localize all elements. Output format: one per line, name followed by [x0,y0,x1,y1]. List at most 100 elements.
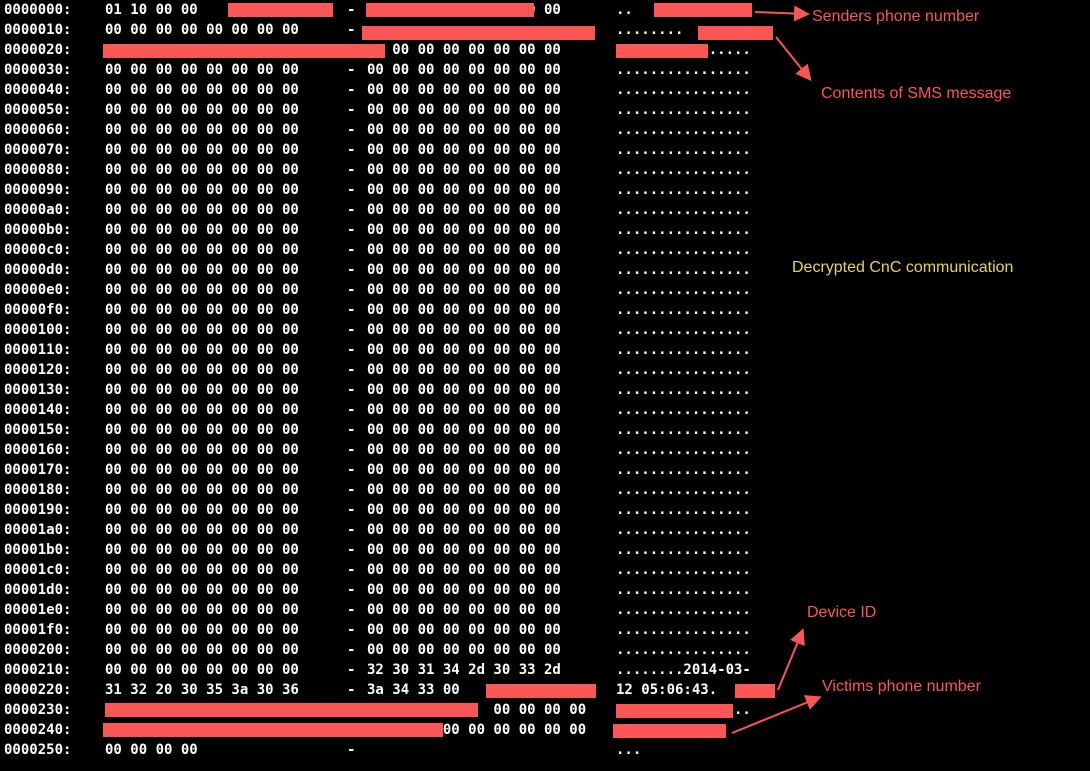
row-ascii: ................ [616,122,751,138]
hexdump-row: 0000250:00 00 00 00-... [4,740,794,760]
hexdump-row: 0000030:00 00 00 00 00 00 00 00-00 00 00… [4,60,794,80]
row-offset: 00001c0: [4,562,72,578]
row-hex-right: 00 00 00 00 00 00 00 00 [367,442,561,458]
row-offset: 0000110: [4,342,72,358]
row-ascii: ................ [616,602,751,618]
row-hex-right: 00 00 00 00 00 00 00 00 [367,622,561,638]
row-separator: - [347,602,356,618]
row-offset: 0000180: [4,482,72,498]
hexdump-row: 0000140:00 00 00 00 00 00 00 00-00 00 00… [4,400,794,420]
row-ascii: ................ [616,282,751,298]
row-ascii: ................ [616,522,751,538]
row-ascii: ...... [700,42,751,58]
row-ascii: ................ [616,182,751,198]
redaction-sender-hex [228,3,333,17]
row-offset: 00000b0: [4,222,72,238]
hexdump-row: 00001b0:00 00 00 00 00 00 00 00-00 00 00… [4,540,794,560]
row-ascii: ................ [616,482,751,498]
row-offset: 0000190: [4,502,72,518]
row-ascii: ................ [616,562,751,578]
row-ascii: ................ [616,462,751,478]
row-offset: 00001e0: [4,602,72,618]
row-ascii: ................ [616,442,751,458]
annotation-cnc: Decrypted CnC communication [792,259,1014,276]
row-hex-right: 00 00 00 00 00 00 00 00 [367,522,561,538]
row-hex-left: 00 00 00 00 00 00 00 00 [105,662,299,678]
row-hex-right: 00 00 00 00 00 00 00 00 [367,222,561,238]
row-separator: - [347,122,356,138]
redaction-victim-hex-2 [103,723,443,737]
row-separator: - [347,662,356,678]
row-hex-left: 00 00 00 00 00 00 00 00 [105,642,299,658]
row-separator: - [347,262,356,278]
hexdump-row: 0000020: 00 00 00 00 00 00 00 ...... [4,40,794,60]
row-ascii: ........2014-03- [616,662,751,678]
row-separator: - [347,402,356,418]
row-separator: - [347,202,356,218]
row-offset: 0000030: [4,62,72,78]
row-separator: - [347,302,356,318]
row-offset: 0000210: [4,662,72,678]
row-hex-left: 00 00 00 00 00 00 00 00 [105,562,299,578]
row-separator: - [347,282,356,298]
redaction-device-ascii [735,684,775,698]
row-hex-left: 00 00 00 00 00 00 00 00 [105,162,299,178]
row-ascii: ................ [616,502,751,518]
row-separator: - [347,502,356,518]
row-ascii: ................ [616,342,751,358]
row-hex-right: 00 00 00 00 00 00 00 00 [367,462,561,478]
row-hex-left: 00 00 00 00 00 00 00 00 [105,102,299,118]
row-hex-right: 32 30 31 34 2d 30 33 2d [367,662,561,678]
row-separator: - [347,162,356,178]
hexdump-row: 0000190:00 00 00 00 00 00 00 00-00 00 00… [4,500,794,520]
redaction-sms-ascii [698,26,773,40]
row-separator: - [347,682,356,698]
row-hex-left: 00 00 00 00 00 00 00 00 [105,522,299,538]
row-hex-left: 00 00 00 00 00 00 00 00 [105,122,299,138]
row-offset: 0000040: [4,82,72,98]
row-hex-right: 00 00 00 00 00 00 00 00 [367,242,561,258]
row-hex-right: 00 00 00 00 00 00 00 00 [367,562,561,578]
row-separator: - [347,442,356,458]
annotation-device-id: Device ID [807,604,877,621]
row-ascii: ................ [616,642,751,658]
hexdump-row: 0000130:00 00 00 00 00 00 00 00-00 00 00… [4,380,794,400]
row-hex-right: 00 00 00 00 00 00 00 00 [367,302,561,318]
row-separator: - [347,322,356,338]
row-ascii: ................ [616,302,751,318]
row-hex-left: 00 00 00 00 00 00 00 00 [105,22,299,38]
row-ascii: ................ [616,542,751,558]
row-offset: 0000220: [4,682,72,698]
row-offset: 0000080: [4,162,72,178]
annotation-senders-phone: Senders phone number [812,8,980,25]
row-ascii: ................ [616,102,751,118]
row-hex-right: 00 00 00 00 00 00 00 00 [367,322,561,338]
row-separator: - [347,522,356,538]
row-offset: 0000060: [4,122,72,138]
row-ascii: ................ [616,222,751,238]
row-separator: - [347,2,356,18]
hexdump-row: 00001c0:00 00 00 00 00 00 00 00-00 00 00… [4,560,794,580]
redaction-victim-ascii [616,704,733,718]
hexdump-row: 0000060:00 00 00 00 00 00 00 00-00 00 00… [4,120,794,140]
annotation-victims-phone: Victims phone number [822,678,981,695]
row-separator: - [347,542,356,558]
row-hex-right: 00 00 00 00 00 00 00 00 [367,262,561,278]
redaction-sender-hex-2 [366,3,534,17]
redaction-victim-hex [105,703,478,717]
hexdump-row: 0000100:00 00 00 00 00 00 00 00-00 00 00… [4,320,794,340]
redaction-sender-ascii [654,3,752,17]
row-hex-left: 01 10 00 00 [105,2,198,18]
row-ascii: ................ [616,422,751,438]
row-offset: 00000e0: [4,282,72,298]
row-hex-right: 00 00 00 00 00 00 [367,722,587,738]
row-hex-left: 00 00 00 00 00 00 00 00 [105,322,299,338]
row-offset: 0000160: [4,442,72,458]
hexdump-row: 0000200:00 00 00 00 00 00 00 00-00 00 00… [4,640,794,660]
row-offset: 0000010: [4,22,72,38]
row-hex-left: 00 00 00 00 00 00 00 00 [105,462,299,478]
row-hex-right: 00 00 00 00 00 00 00 00 [367,342,561,358]
hexdump-row: 0000110:00 00 00 00 00 00 00 00-00 00 00… [4,340,794,360]
row-separator: - [347,142,356,158]
hexdump-row: 0000120:00 00 00 00 00 00 00 00-00 00 00… [4,360,794,380]
